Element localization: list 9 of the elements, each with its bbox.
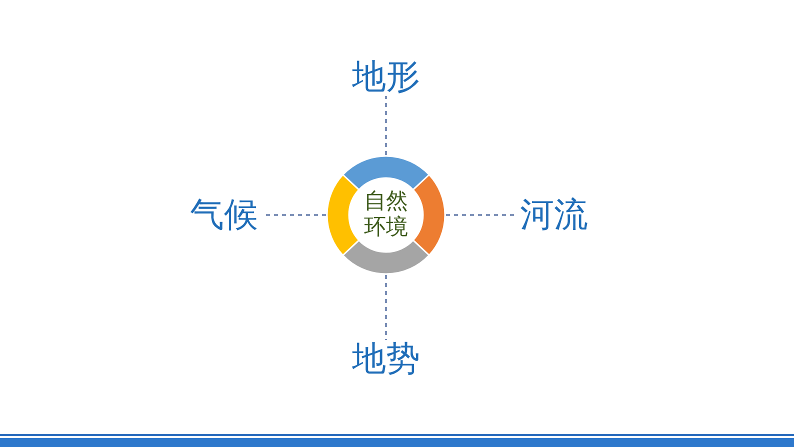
connector-line [385, 96, 387, 155]
topic-label: 河流 [514, 196, 594, 234]
connector-line [264, 214, 326, 216]
connector-line [446, 214, 514, 216]
topic-label: 地势 [346, 340, 426, 378]
connector-line [385, 275, 387, 340]
topic-label: 气候 [184, 196, 264, 234]
center-label: 自然环境 [363, 189, 409, 241]
topic-label: 地形 [346, 58, 426, 96]
